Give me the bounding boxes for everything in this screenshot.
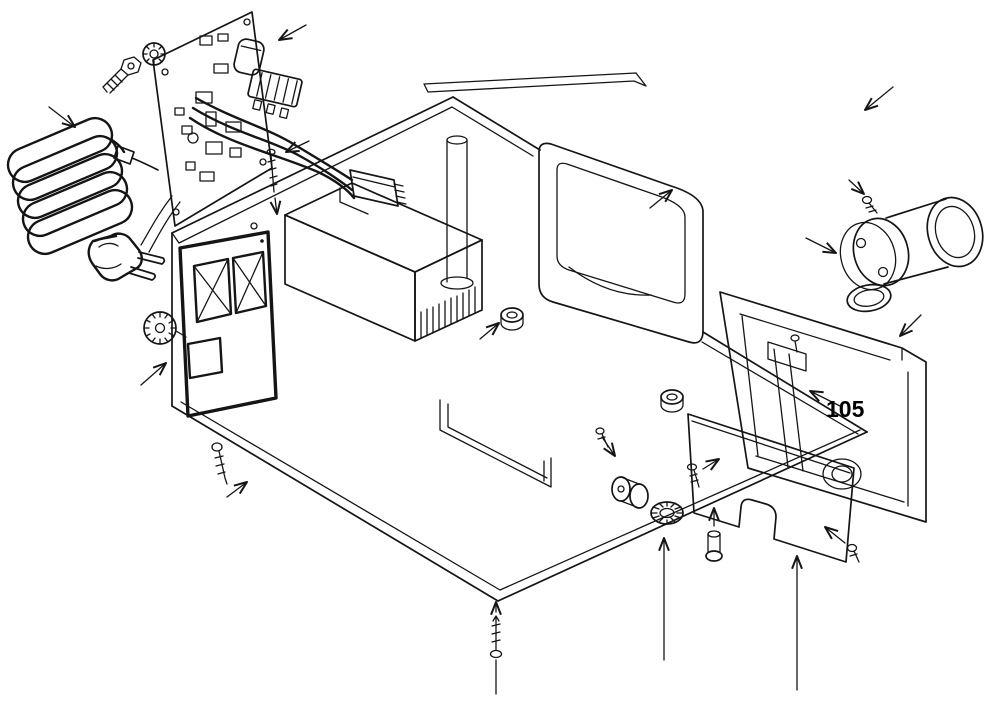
part-105-arrow [809,390,841,407]
ribbed-foot [650,501,684,525]
control-panel [178,230,278,418]
floor-grommet [500,307,524,331]
fasteners [211,195,878,695]
thumbnut [142,42,166,66]
pump-cap [846,283,892,313]
assembly-arrow [864,86,894,111]
main-housing [171,72,868,602]
rivet-bolt [705,530,723,562]
screw [861,195,878,214]
panel-boss [822,458,862,490]
assembly-arrows [48,24,922,691]
board-components [174,33,242,182]
pump-assembly [839,196,984,313]
screw [211,442,228,485]
cooling-fins [420,286,476,339]
assembly-arrow [805,237,837,254]
floor-grommet [660,389,684,413]
rear-wall-pocket [538,142,704,344]
wire-harness [188,96,356,200]
wire-connector [349,169,407,207]
control-knob [143,311,187,345]
indicator-window [231,250,268,315]
assembly-arrow [278,24,307,41]
flange-hole [855,237,867,249]
flange-hole [877,266,889,278]
screw [489,615,503,695]
support-post [440,135,474,290]
assembly-arrow [848,179,865,195]
rear-panel [719,291,927,523]
front-wall-notch [439,399,552,488]
assembly-arrow [649,189,673,209]
slot-screw [790,334,800,353]
strain-relief [113,145,159,171]
deck-dot [260,239,264,243]
bottom-cover-panel [687,413,855,563]
power-cord-assembly [6,116,181,282]
board-screw [266,148,278,193]
assembly-arrow [285,140,310,153]
assembly-arrow [269,197,282,215]
heater-block [284,182,483,342]
cord-coil [6,116,134,256]
assembly-arrow [824,526,846,544]
assembly-arrow [601,436,616,457]
assembly-arrow [140,362,167,386]
transformer-block [247,68,303,120]
part-number-label: 105 [826,396,865,422]
assembly-arrow [48,106,76,128]
deck-boss [250,222,258,230]
indicator-window [192,257,233,324]
screw [686,463,700,488]
circuit-board-assembly [102,11,407,227]
euro-plug [87,232,166,282]
mounting-bolt [102,56,142,94]
plug-leads [140,195,181,253]
assembly-arrow [899,314,922,337]
top-cover-edge [423,72,647,93]
assembly-arrow [702,458,720,471]
assembly-arrow [479,322,500,340]
assembly-arrow [226,481,248,498]
screw [846,543,860,563]
capacitor [233,38,265,76]
roller-wheel [611,476,649,509]
switch-opening [186,336,224,380]
